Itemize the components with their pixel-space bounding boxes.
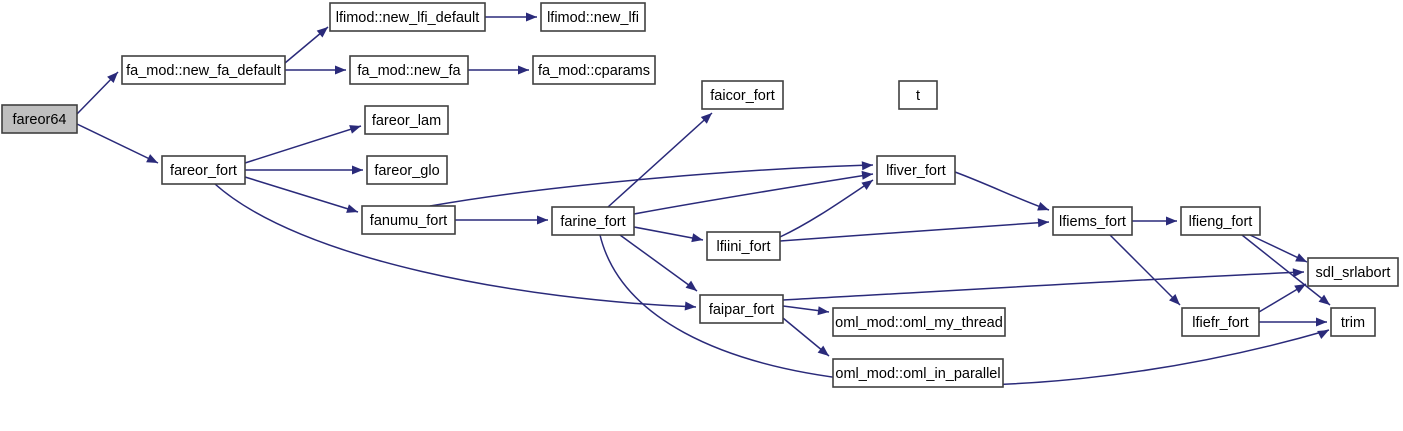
arrowhead <box>1166 216 1177 226</box>
edge-lfieng_fort-to-trim <box>1241 234 1331 306</box>
node-fareor_lam[interactable]: fareor_lam <box>364 105 449 135</box>
arrowhead <box>1037 218 1049 228</box>
node-fareor_fort[interactable]: fareor_fort <box>161 155 246 185</box>
arrowhead <box>526 12 537 22</box>
edge-lfiini_fort-to-lfiver_fort <box>779 179 874 238</box>
edge-lfiini_fort-to-lfiems_fort <box>779 221 1050 242</box>
edge-farine_fort-to-lfiver_fort <box>633 173 874 215</box>
arrowhead <box>700 113 712 124</box>
node-lfiefr_fort[interactable]: lfiefr_fort <box>1181 307 1260 337</box>
arrowhead <box>691 233 703 243</box>
arrowhead <box>1294 284 1306 294</box>
node-fa_mod_new_fa_default[interactable]: fa_mod::new_fa_default <box>121 55 286 85</box>
node-box[interactable] <box>832 307 1006 337</box>
node-box[interactable] <box>361 205 456 235</box>
arrowhead <box>1292 268 1304 278</box>
node-box[interactable] <box>161 155 246 185</box>
arrowhead <box>1295 253 1307 262</box>
node-box[interactable] <box>1180 206 1261 236</box>
node-box[interactable] <box>540 2 646 32</box>
arrowhead <box>861 161 873 171</box>
node-box[interactable] <box>366 155 448 185</box>
edge-fareor_fort-to-faipar_fort <box>214 183 697 308</box>
node-fa_mod_cparams[interactable]: fa_mod::cparams <box>532 55 656 85</box>
node-box[interactable] <box>832 358 1004 388</box>
arrowhead <box>1169 294 1180 305</box>
arrowheads-layer <box>107 12 1330 356</box>
node-box[interactable] <box>349 55 469 85</box>
node-box[interactable] <box>699 294 784 324</box>
node-box[interactable] <box>706 231 781 261</box>
node-box[interactable] <box>876 155 956 185</box>
arrowhead <box>1037 202 1049 211</box>
edge-fanumu_fort-to-lfiver_fort <box>429 164 874 207</box>
arrowhead <box>817 345 829 356</box>
edge-faipar_fort-to-sdl_srlabort <box>782 271 1305 301</box>
edge-fareor_fort-to-fareor_lam <box>244 125 362 164</box>
arrowhead <box>349 125 361 134</box>
arrowhead <box>1318 294 1330 305</box>
node-faicor_fort[interactable]: faicor_fort <box>701 80 784 110</box>
node-oml_in_parallel[interactable]: oml_mod::oml_in_parallel <box>832 358 1004 388</box>
arrowhead <box>684 301 696 311</box>
edge-fareor_fort-to-fanumu_fort <box>244 176 359 213</box>
node-box[interactable] <box>532 55 656 85</box>
edge-fareor64-to-fareor_fort <box>76 123 159 164</box>
arrowhead <box>861 180 873 190</box>
arrowhead <box>1316 317 1327 327</box>
arrowhead <box>146 154 158 163</box>
arrowhead <box>518 65 529 75</box>
node-box[interactable] <box>1052 206 1133 236</box>
node-box[interactable] <box>329 2 486 32</box>
arrowhead <box>107 72 118 84</box>
edge-lfiver_fort-to-lfiems_fort <box>954 171 1050 211</box>
node-box[interactable] <box>701 80 784 110</box>
node-box[interactable] <box>551 206 635 236</box>
arrowhead <box>537 215 548 225</box>
node-lfiini_fort[interactable]: lfiini_fort <box>706 231 781 261</box>
nodes-layer: fareor64 fa_mod::new_fa_default lfimod::ne… <box>1 2 1399 388</box>
node-sdl_srlabort[interactable]: sdl_srlabort <box>1307 257 1399 287</box>
node-fa_mod_new_fa[interactable]: fa_mod::new_fa <box>349 55 469 85</box>
node-box[interactable] <box>121 55 286 85</box>
edge-farine_fort-to-faicor_fort <box>607 112 713 208</box>
arrowhead <box>1317 330 1329 340</box>
node-lfieng_fort[interactable]: lfieng_fort <box>1180 206 1261 236</box>
node-trim[interactable]: trim <box>1330 307 1376 337</box>
node-t[interactable]: t <box>898 80 938 110</box>
node-box[interactable] <box>1307 257 1399 287</box>
node-fanumu_fort[interactable]: fanumu_fort <box>361 205 456 235</box>
node-box[interactable] <box>364 105 449 135</box>
node-lfiems_fort[interactable]: lfiems_fort <box>1052 206 1133 236</box>
node-fareor64[interactable]: fareor64 <box>1 104 78 134</box>
node-oml_my_thread[interactable]: oml_mod::oml_my_thread <box>832 307 1006 337</box>
arrowhead <box>817 306 829 316</box>
arrowhead <box>346 204 358 213</box>
node-lfimod_new_lfi[interactable]: lfimod::new_lfi <box>540 2 646 32</box>
node-farine_fort[interactable]: farine_fort <box>551 206 635 236</box>
edge-farine_fort-to-faipar_fort <box>619 234 698 292</box>
arrowhead <box>335 65 346 75</box>
arrowhead <box>316 27 328 38</box>
node-box[interactable] <box>898 80 938 110</box>
node-lfiver_fort[interactable]: lfiver_fort <box>876 155 956 185</box>
edge-farine_fort-to-lfiini_fort <box>633 226 704 241</box>
node-box[interactable] <box>1330 307 1376 337</box>
edge-lfiems_fort-to-lfiefr_fort <box>1109 234 1181 306</box>
arrowhead <box>685 280 697 291</box>
node-faipar_fort[interactable]: faipar_fort <box>699 294 784 324</box>
node-lfimod_new_lfi_default[interactable]: lfimod::new_lfi_default <box>329 2 486 32</box>
node-fareor_glo[interactable]: fareor_glo <box>366 155 448 185</box>
arrowhead <box>352 165 363 175</box>
node-box[interactable] <box>1181 307 1260 337</box>
arrowhead <box>861 170 873 180</box>
node-box[interactable] <box>1 104 78 134</box>
